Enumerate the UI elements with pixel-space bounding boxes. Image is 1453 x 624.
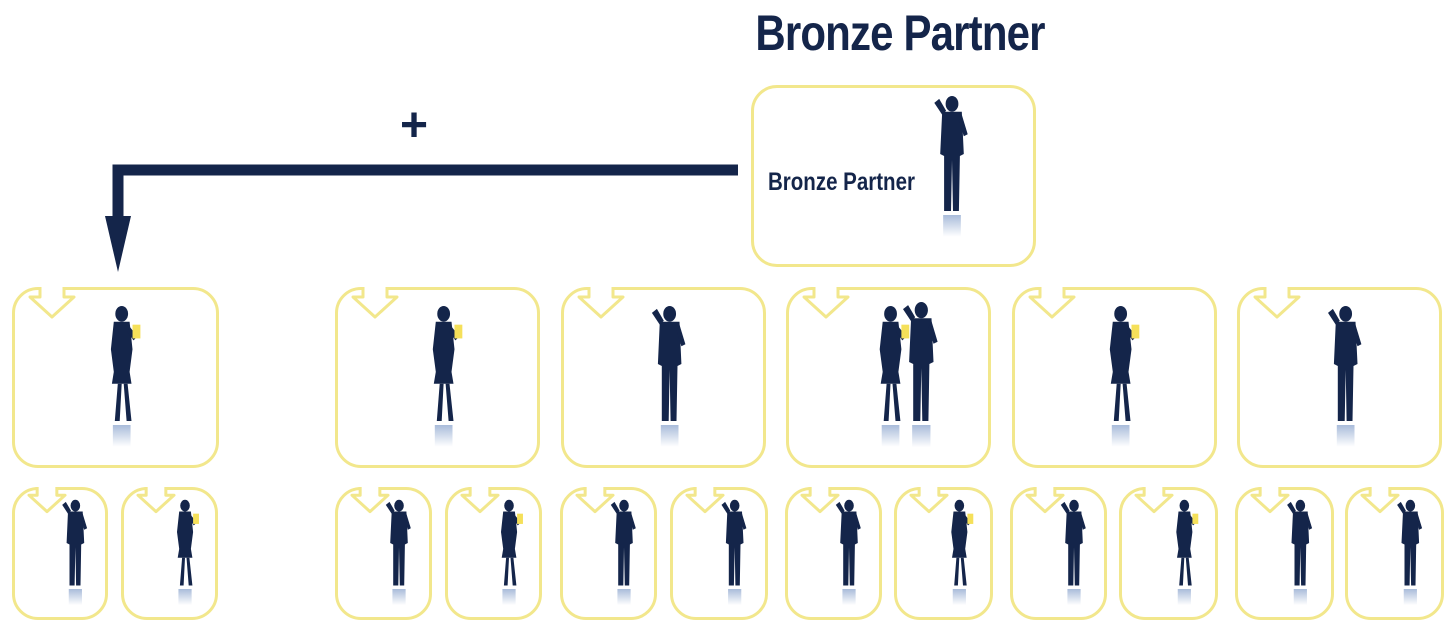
level3-box <box>560 487 657 620</box>
businesswoman-icon <box>501 499 523 606</box>
down-arrow-icon <box>136 487 176 514</box>
reflection-shape <box>881 425 900 447</box>
businesswoman-icon <box>110 305 141 447</box>
down-arrow-icon <box>1134 487 1174 514</box>
document-icon <box>132 324 141 339</box>
down-arrow-icon <box>1250 487 1290 514</box>
down-arrow-icon <box>350 487 390 514</box>
level3-box <box>785 487 882 620</box>
businessman-icon <box>610 499 636 606</box>
level3-box <box>445 487 542 620</box>
down-arrow-icon <box>351 287 399 319</box>
down-arrow-icon <box>800 487 840 514</box>
level3-box <box>1119 487 1218 620</box>
down-arrow-icon <box>1253 287 1301 319</box>
connector-arrowhead <box>105 216 131 272</box>
document-icon <box>901 324 910 339</box>
reflection-shape <box>392 589 406 606</box>
down-arrow-icon <box>1360 487 1400 514</box>
document-icon <box>193 513 199 524</box>
businesswoman-icon <box>177 499 199 606</box>
reflection-shape <box>502 589 516 606</box>
down-arrow-icon <box>28 287 76 319</box>
level3-box <box>1345 487 1444 620</box>
businesswoman-icon <box>879 305 910 447</box>
level3-box <box>1010 487 1107 620</box>
document-icon <box>1192 513 1199 524</box>
businessman-icon <box>903 302 938 448</box>
businessman-icon <box>1060 499 1086 606</box>
reflection-shape <box>1111 425 1130 447</box>
reflection-shape <box>1403 589 1417 606</box>
level3-box <box>894 487 993 620</box>
businesswoman-icon <box>432 305 463 447</box>
down-arrow-icon <box>802 287 850 319</box>
businessman-icon <box>1287 499 1313 606</box>
businessman-icon <box>835 499 861 606</box>
level3-box <box>335 487 432 620</box>
down-arrow-icon <box>1028 287 1076 319</box>
diagram-title: Bronze Partner <box>755 5 1045 61</box>
reflection-shape <box>952 589 966 606</box>
level3-box <box>121 487 218 620</box>
reflection-shape <box>617 589 631 606</box>
reflection-shape <box>943 215 961 237</box>
reflection-shape <box>660 425 679 447</box>
down-arrow-icon <box>909 487 949 514</box>
businessman-icon <box>934 95 968 237</box>
businesswoman-icon <box>1109 305 1140 447</box>
document-icon <box>967 513 974 524</box>
down-arrow-icon <box>685 487 725 514</box>
businessman-icon <box>651 305 686 447</box>
reflection-shape <box>912 425 931 448</box>
reflection-shape <box>434 425 453 447</box>
level3-box <box>12 487 108 620</box>
businessman-icon <box>1397 499 1423 606</box>
plus-sign: + <box>400 99 429 152</box>
document-icon <box>517 513 523 524</box>
reflection-shape <box>728 589 742 606</box>
level3-box <box>1235 487 1334 620</box>
down-arrow-icon <box>27 487 67 514</box>
reflection-shape <box>178 589 192 606</box>
top-partner-label: Bronze Partner <box>768 168 915 196</box>
down-arrow-icon <box>460 487 500 514</box>
businessman-icon <box>1328 305 1362 447</box>
businesswoman-icon <box>951 499 974 606</box>
document-icon <box>1131 324 1140 339</box>
businessman-icon <box>62 499 88 606</box>
reflection-shape <box>1293 589 1307 606</box>
connector-line <box>112 164 738 218</box>
businessman-icon <box>385 499 411 606</box>
reflection-shape <box>842 589 856 606</box>
reflection-shape <box>1336 425 1355 447</box>
reflection-shape <box>68 589 82 606</box>
businessman-icon <box>721 499 747 606</box>
reflection-shape <box>1067 589 1081 606</box>
down-arrow-icon <box>575 487 615 514</box>
reflection-shape <box>112 425 131 447</box>
reflection-shape <box>1177 589 1191 606</box>
down-arrow-icon <box>577 287 625 319</box>
down-arrow-icon <box>1025 487 1065 514</box>
top-partner-box: Bronze Partner <box>751 85 1036 267</box>
document-icon <box>454 324 463 339</box>
businesswoman-icon <box>1176 499 1199 606</box>
level3-box <box>670 487 768 620</box>
